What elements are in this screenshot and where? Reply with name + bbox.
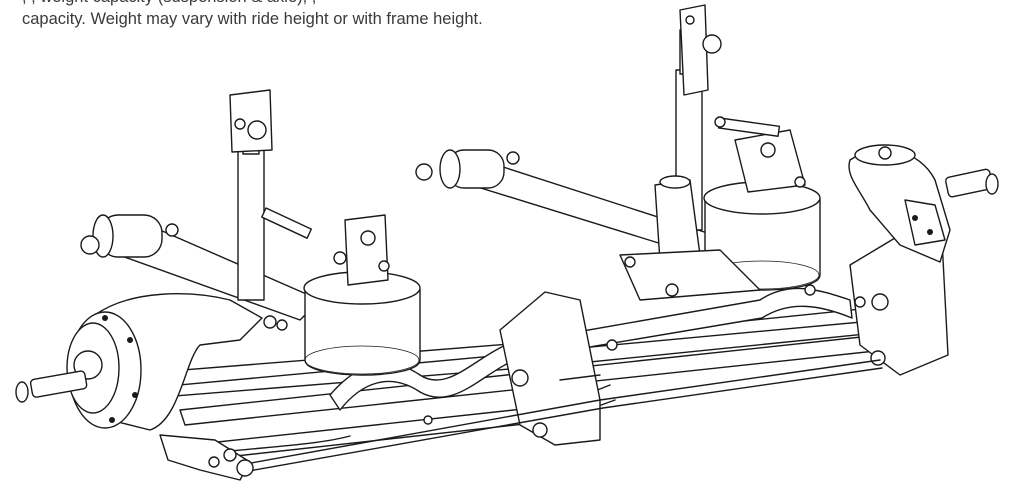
left-shock-absorber [230, 90, 272, 300]
right-hanger-bracket [850, 232, 948, 375]
caption-text: , , weight capacity (suspension & axle),… [22, 0, 682, 30]
caption-line: capacity. Weight may vary with ride heig… [22, 10, 483, 28]
center-support [620, 176, 760, 300]
left-wheel-hub [16, 294, 262, 480]
left-hanger-bracket [500, 292, 600, 445]
tie-rod [237, 360, 882, 476]
cross-member [330, 288, 852, 410]
caption-line-cut: , , weight capacity (suspension & axle),… [22, 0, 682, 8]
right-wheel-hub [849, 145, 998, 262]
bolts [209, 285, 815, 467]
left-air-spring [262, 208, 420, 375]
right-air-spring [704, 117, 820, 290]
